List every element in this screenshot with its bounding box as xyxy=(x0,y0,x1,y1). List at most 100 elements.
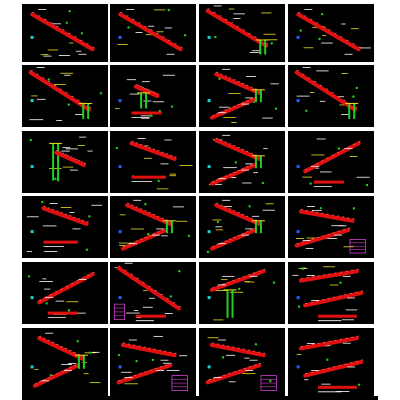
thumbnail-r4c3[interactable] xyxy=(199,196,285,258)
thumbnail-r4c4[interactable] xyxy=(288,196,374,258)
thumbnail-r1c4[interactable] xyxy=(288,4,374,62)
thumbnail-r6c3[interactable] xyxy=(199,328,285,396)
support-column xyxy=(79,102,93,119)
stair-drawing xyxy=(296,9,371,55)
stair-drawing xyxy=(30,9,95,57)
thumbnail-r4c1[interactable] xyxy=(22,196,108,258)
stair-drawing xyxy=(114,74,175,119)
upper-flight xyxy=(298,206,355,227)
stair-drawing xyxy=(113,262,181,322)
upper-flight xyxy=(298,335,359,351)
annotation-marks xyxy=(117,8,187,45)
stair-flight xyxy=(116,262,181,314)
stair-drawing xyxy=(292,266,364,322)
accent-mark xyxy=(296,35,300,39)
thumbnail-r3c1[interactable] xyxy=(22,131,108,193)
accent-mark xyxy=(296,99,300,103)
annotation-marks xyxy=(299,12,371,49)
support-column xyxy=(74,354,88,369)
thumbnail-r1c3[interactable] xyxy=(199,4,285,62)
upper-flight xyxy=(214,199,262,230)
stair-drawing xyxy=(206,199,275,254)
annotation-marks xyxy=(115,139,193,190)
upper-flight xyxy=(120,339,177,361)
accent-mark xyxy=(30,365,34,369)
landing-slab xyxy=(47,311,78,318)
accent-mark xyxy=(118,99,122,103)
annotation-marks xyxy=(114,74,175,119)
accent-mark xyxy=(296,230,300,234)
thumbnail-r2c2[interactable] xyxy=(110,65,196,127)
support-column xyxy=(251,220,265,234)
thumbnail-r6c4[interactable] xyxy=(288,328,374,396)
stair-flight xyxy=(209,268,266,292)
upper-flight xyxy=(209,339,266,361)
thumbnail-r1c1[interactable] xyxy=(22,4,108,62)
lower-flight xyxy=(116,363,173,385)
accent-mark xyxy=(207,99,211,103)
lower-flight xyxy=(209,162,257,186)
thumbnail-r3c2[interactable] xyxy=(110,131,196,193)
stair-flight xyxy=(129,138,177,165)
annotation-marks xyxy=(29,72,103,122)
lower-flight xyxy=(205,363,262,385)
lower-flight xyxy=(120,227,168,251)
stair-flight xyxy=(294,67,358,116)
detail-box xyxy=(260,375,277,391)
thumbnail-r6c1[interactable] xyxy=(22,328,108,396)
lower-flight xyxy=(303,290,364,308)
annotation-marks xyxy=(302,138,370,187)
detail-box xyxy=(171,375,188,391)
bottom-strip xyxy=(22,396,378,400)
annotation-marks xyxy=(114,267,181,319)
lower-flight xyxy=(32,363,80,388)
upper-flight xyxy=(37,332,85,364)
accent-mark xyxy=(118,296,122,300)
annotation-marks xyxy=(296,206,355,249)
thumbnail-r3c3[interactable] xyxy=(199,131,285,193)
accent-mark xyxy=(118,365,122,369)
thumbnail-r3c4[interactable] xyxy=(288,131,374,193)
thumbnail-r5c3[interactable] xyxy=(199,262,285,324)
stair-flight xyxy=(205,5,269,52)
thumbnail-r5c2[interactable] xyxy=(110,262,196,324)
annotation-marks xyxy=(34,340,101,384)
stair-flight xyxy=(118,9,183,55)
thumbnail-r5c4[interactable] xyxy=(288,262,374,324)
stair-drawing xyxy=(115,138,193,190)
annotation-marks xyxy=(117,335,188,385)
thumbnail-r4c2[interactable] xyxy=(110,196,196,258)
stair-drawing xyxy=(205,337,277,391)
section-post xyxy=(223,289,237,318)
accent-mark xyxy=(296,296,300,300)
accent-mark xyxy=(207,230,211,234)
accent-mark xyxy=(30,165,34,169)
lower-flight xyxy=(209,227,257,251)
stair-drawing xyxy=(29,136,93,182)
upper-flight xyxy=(214,134,262,165)
stair-drawing xyxy=(207,268,276,321)
accent-mark xyxy=(207,296,211,300)
detail-box xyxy=(349,239,366,254)
thumbnail-r1c2[interactable] xyxy=(110,4,196,62)
thumbnail-r5c1[interactable] xyxy=(22,262,108,324)
stair-drawing xyxy=(207,68,279,123)
upper-flight xyxy=(125,199,173,230)
thumbnail-r2c1[interactable] xyxy=(22,65,108,127)
accent-mark xyxy=(30,296,34,300)
stair-drawing xyxy=(205,5,278,55)
accent-mark xyxy=(296,365,300,369)
thumbnail-r2c3[interactable] xyxy=(199,65,285,127)
landing-slab xyxy=(318,314,357,322)
support-column xyxy=(162,220,176,234)
stair-drawing xyxy=(294,206,366,254)
thumbnail-grid xyxy=(22,4,378,396)
lower-flight xyxy=(303,359,364,378)
stair-drawing xyxy=(296,138,370,187)
landing-slab xyxy=(43,240,78,248)
stair-flight xyxy=(54,147,86,171)
accent-mark xyxy=(296,165,300,169)
thumbnail-r2c4[interactable] xyxy=(288,65,374,127)
upper-flight xyxy=(298,268,359,283)
thumbnail-r6c2[interactable] xyxy=(110,328,196,396)
